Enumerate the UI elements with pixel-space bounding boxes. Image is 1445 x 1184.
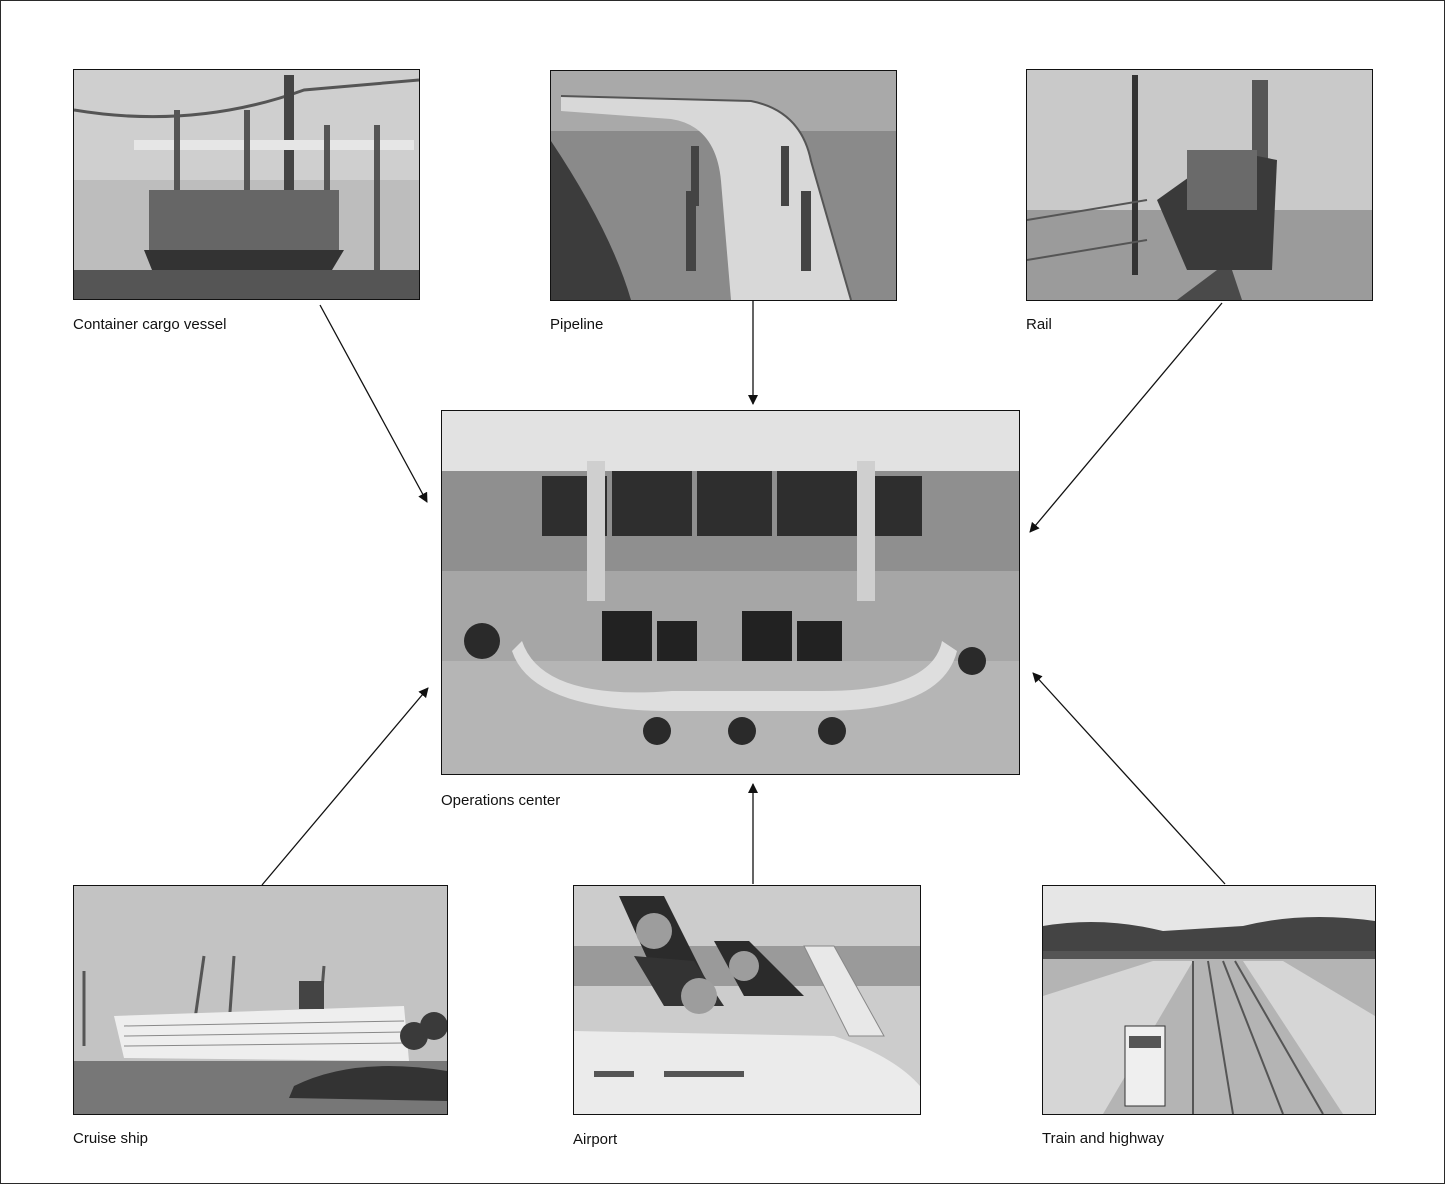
cruise-ship-photo [73, 885, 448, 1115]
train-highway-photo [1042, 885, 1376, 1115]
operations-center-label: Operations center [441, 792, 561, 809]
operations-center-photo [441, 410, 1020, 775]
pipeline-photo [550, 70, 897, 301]
pipeline-label: Pipeline [550, 316, 604, 333]
airport-photo [573, 885, 921, 1115]
rail-label: Rail [1026, 316, 1052, 333]
train-highway-label: Train and highway [1042, 1130, 1165, 1147]
container-vessel-label: Container cargo vessel [73, 316, 227, 333]
container-vessel-photo [73, 69, 420, 300]
airport-label: Airport [573, 1131, 618, 1148]
cruise-ship-label: Cruise ship [73, 1130, 149, 1147]
rail-photo [1026, 69, 1373, 301]
